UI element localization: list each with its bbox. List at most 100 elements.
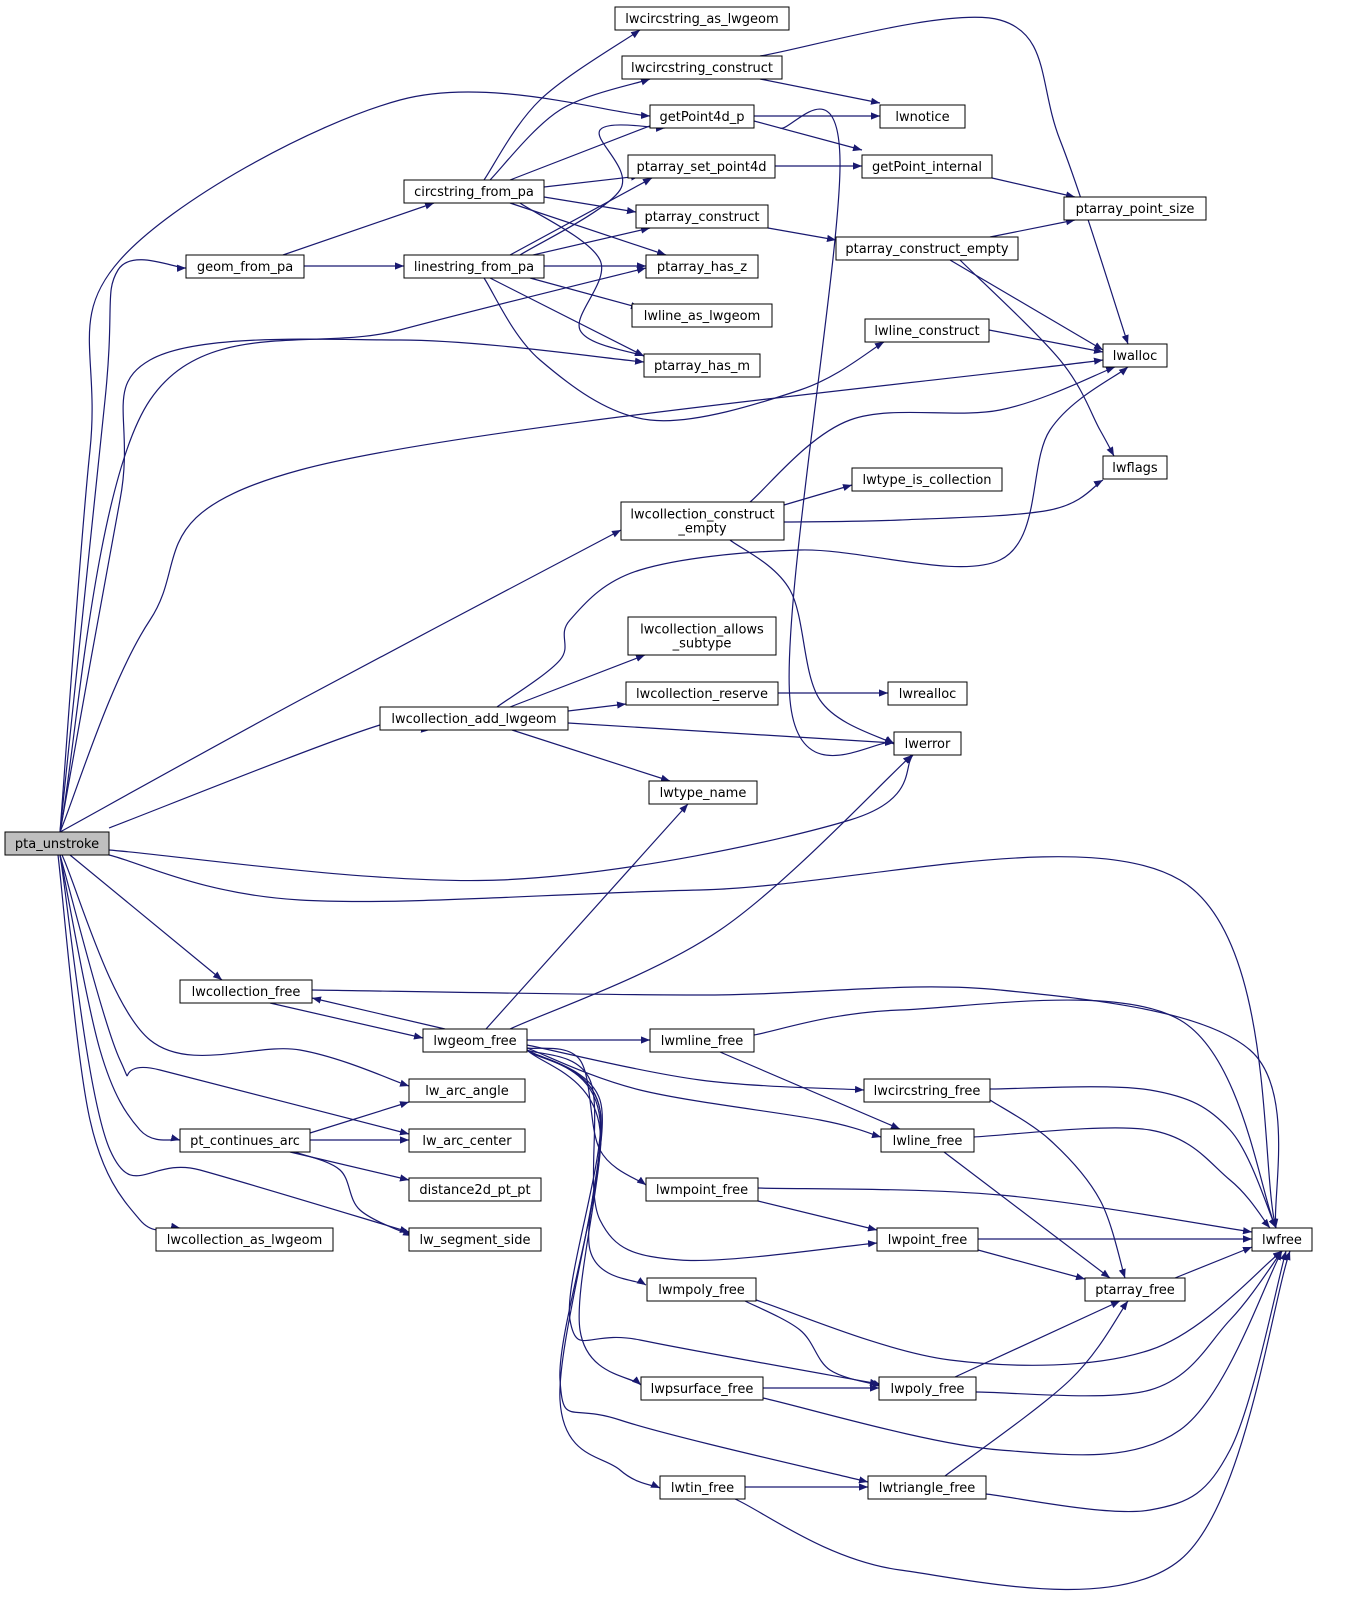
node-circstring_from_pa[interactable]: circstring_from_pa [403, 179, 545, 204]
node-box[interactable] [864, 318, 990, 343]
node-box[interactable] [851, 467, 1003, 492]
node-box[interactable] [876, 1227, 979, 1252]
node-box[interactable] [649, 104, 755, 129]
node-lwpoint_free[interactable]: lwpoint_free [876, 1227, 979, 1252]
node-box[interactable] [646, 1277, 757, 1302]
node-box[interactable] [645, 254, 759, 279]
edge-linestring_from_pa-to-ptarray_construct [519, 226, 651, 259]
node-lwcircstring_construct[interactable]: lwcircstring_construct [621, 55, 783, 80]
node-box[interactable] [408, 1177, 542, 1202]
node-ptarray_construct_empty[interactable]: ptarray_construct_empty [835, 236, 1019, 261]
node-box[interactable] [631, 303, 773, 328]
node-box[interactable] [620, 501, 785, 541]
node-lwflags[interactable]: lwflags [1102, 455, 1168, 480]
edge-getPoint4d_p-to-getPoint_internal [753, 120, 863, 152]
node-pt_continues_arc[interactable]: pt_continues_arc [179, 1128, 311, 1153]
node-lwtype_name[interactable]: lwtype_name [648, 780, 758, 805]
node-lwtin_free[interactable]: lwtin_free [659, 1475, 746, 1500]
node-lwcircstring_as_lwgeom[interactable]: lwcircstring_as_lwgeom [614, 6, 790, 31]
node-box[interactable] [1084, 1277, 1186, 1302]
node-lw_arc_angle[interactable]: lw_arc_angle [408, 1078, 526, 1103]
node-lwcollection_free[interactable]: lwcollection_free [179, 979, 313, 1004]
node-box[interactable] [1102, 343, 1168, 368]
node-lw_arc_center[interactable]: lw_arc_center [408, 1128, 526, 1153]
node-box[interactable] [627, 154, 776, 179]
node-lwline_construct[interactable]: lwline_construct [864, 318, 990, 343]
node-ptarray_free[interactable]: ptarray_free [1084, 1277, 1186, 1302]
node-lwgeom_free[interactable]: lwgeom_free [422, 1028, 528, 1053]
node-box[interactable] [1102, 455, 1168, 480]
node-lwmpoly_free[interactable]: lwmpoly_free [646, 1277, 757, 1302]
node-lwfree[interactable]: lwfree [1251, 1227, 1313, 1252]
node-lwcollection_add_lwgeom[interactable]: lwcollection_add_lwgeom [379, 706, 569, 731]
node-lwnotice[interactable]: lwnotice [879, 104, 966, 129]
node-lwcollection_reserve[interactable]: lwcollection_reserve [625, 681, 779, 706]
node-box[interactable] [835, 236, 1019, 261]
node-box[interactable] [640, 1376, 764, 1401]
node-box[interactable] [179, 979, 313, 1004]
node-box[interactable] [179, 1128, 311, 1153]
node-box[interactable] [887, 681, 968, 706]
node-lwline_free[interactable]: lwline_free [880, 1128, 975, 1153]
node-box[interactable] [185, 254, 305, 279]
node-box[interactable] [625, 681, 779, 706]
node-lwcollection_construct_empty[interactable]: lwcollection_construct_empty [620, 501, 785, 541]
node-ptarray_has_z[interactable]: ptarray_has_z [645, 254, 759, 279]
call-edges [57, 16, 1291, 1591]
node-box[interactable] [648, 780, 758, 805]
node-lwrealloc[interactable]: lwrealloc [887, 681, 968, 706]
node-ptarray_set_point4d[interactable]: ptarray_set_point4d [627, 154, 776, 179]
node-box[interactable] [863, 1078, 991, 1103]
node-box[interactable] [4, 831, 110, 856]
node-ptarray_construct[interactable]: ptarray_construct [635, 204, 769, 229]
node-box[interactable] [880, 1128, 975, 1153]
node-box[interactable] [878, 1376, 977, 1401]
node-getPoint_internal[interactable]: getPoint_internal [861, 154, 993, 179]
node-getPoint4d_p[interactable]: getPoint4d_p [649, 104, 755, 129]
node-lwtype_is_collection[interactable]: lwtype_is_collection [851, 467, 1003, 492]
node-box[interactable] [621, 55, 783, 80]
node-box[interactable] [627, 616, 777, 656]
node-lwpsurface_free[interactable]: lwpsurface_free [640, 1376, 764, 1401]
node-pta_unstroke[interactable]: pta_unstroke [4, 831, 110, 856]
node-lwcollection_allows_subtype[interactable]: lwcollection_allows_subtype [627, 616, 777, 656]
node-lwcollection_as_lwgeom[interactable]: lwcollection_as_lwgeom [155, 1227, 334, 1252]
node-box[interactable] [1251, 1227, 1313, 1252]
node-box[interactable] [861, 154, 993, 179]
node-box[interactable] [422, 1028, 528, 1053]
node-box[interactable] [155, 1227, 334, 1252]
node-lwmpoint_free[interactable]: lwmpoint_free [645, 1177, 759, 1202]
node-linestring_from_pa[interactable]: linestring_from_pa [403, 254, 545, 279]
node-ptarray_point_size[interactable]: ptarray_point_size [1063, 196, 1207, 221]
node-box[interactable] [659, 1475, 746, 1500]
node-box[interactable] [879, 104, 966, 129]
node-box[interactable] [408, 1128, 526, 1153]
node-lwmline_free[interactable]: lwmline_free [649, 1028, 755, 1053]
node-lwpoly_free[interactable]: lwpoly_free [878, 1376, 977, 1401]
node-box[interactable] [379, 706, 569, 731]
node-label: lwrealloc [899, 687, 957, 702]
node-box[interactable] [1063, 196, 1207, 221]
node-box[interactable] [614, 6, 790, 31]
node-lwline_as_lwgeom[interactable]: lwline_as_lwgeom [631, 303, 773, 328]
node-distance2d_pt_pt[interactable]: distance2d_pt_pt [408, 1177, 542, 1202]
node-box[interactable] [893, 731, 962, 756]
node-lwtriangle_free[interactable]: lwtriangle_free [867, 1475, 987, 1500]
node-box[interactable] [867, 1475, 987, 1500]
node-lwalloc[interactable]: lwalloc [1102, 343, 1168, 368]
node-ptarray_has_m[interactable]: ptarray_has_m [643, 353, 761, 378]
node-box[interactable] [408, 1227, 542, 1252]
node-box[interactable] [643, 353, 761, 378]
node-box[interactable] [408, 1078, 526, 1103]
node-label: _subtype [672, 637, 732, 652]
node-geom_from_pa[interactable]: geom_from_pa [185, 254, 305, 279]
edge-pta_unstroke-to-lwcollection_free [69, 854, 223, 981]
node-box[interactable] [635, 204, 769, 229]
node-lw_segment_side[interactable]: lw_segment_side [408, 1227, 542, 1252]
node-box[interactable] [649, 1028, 755, 1053]
node-box[interactable] [645, 1177, 759, 1202]
node-box[interactable] [403, 179, 545, 204]
node-lwerror[interactable]: lwerror [893, 731, 962, 756]
node-lwcircstring_free[interactable]: lwcircstring_free [863, 1078, 991, 1103]
node-box[interactable] [403, 254, 545, 279]
